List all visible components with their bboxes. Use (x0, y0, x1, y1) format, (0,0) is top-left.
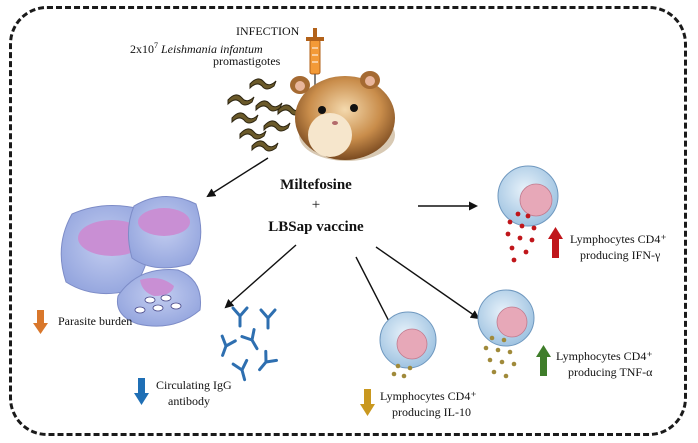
il10-label-line2: producing IL-10 (392, 405, 471, 419)
infection-exponent: 7 (154, 41, 158, 50)
infection-species: Leishmania infantum (161, 42, 263, 56)
infection-dose: 2x10 (130, 42, 154, 56)
igg-label-line2: antibody (168, 394, 210, 408)
treatment-vaccine: LBSap vaccine (268, 219, 364, 235)
igg-antibodies-icon (220, 306, 279, 382)
hamster-icon (290, 71, 395, 161)
arrow-up-green-icon (536, 345, 551, 376)
infection-title: INFECTION (236, 24, 300, 38)
syringe-icon (306, 28, 324, 86)
igg-label-line1: Circulating IgG (156, 378, 232, 392)
parasite-burden-label: Parasite burden (58, 314, 133, 328)
arrow-up-red-icon (548, 227, 563, 258)
il10-label-line1: Lymphocytes CD4⁺ (380, 389, 477, 403)
infected-macrophages-icon (60, 195, 202, 327)
tnf-label-line1: Lymphocytes CD4⁺ (556, 349, 653, 363)
infection-dose-line: 2x107 Leishmania infantum (130, 38, 263, 57)
lymphocyte-il10-icon (379, 311, 437, 379)
arrow-down-blue-icon (134, 378, 149, 405)
treatment-drug: Miltefosine (280, 177, 352, 193)
arrow-down-orange-icon (33, 310, 48, 334)
promastigote-parasites-icon (227, 78, 305, 152)
tnf-label-line2: producing TNF-α (568, 365, 653, 379)
infection-stage: promastigotes (213, 54, 281, 68)
lymphocyte-tnf-icon (477, 289, 535, 379)
lymphocyte-ifn-icon (497, 165, 559, 263)
dashed-border-frame (9, 6, 687, 436)
ifn-label-line1: Lymphocytes CD4⁺ (570, 232, 667, 246)
arrow-down-gold-icon (360, 389, 375, 416)
treatment-plus: + (311, 197, 321, 213)
ifn-label-line2: producing IFN-γ (580, 248, 661, 262)
